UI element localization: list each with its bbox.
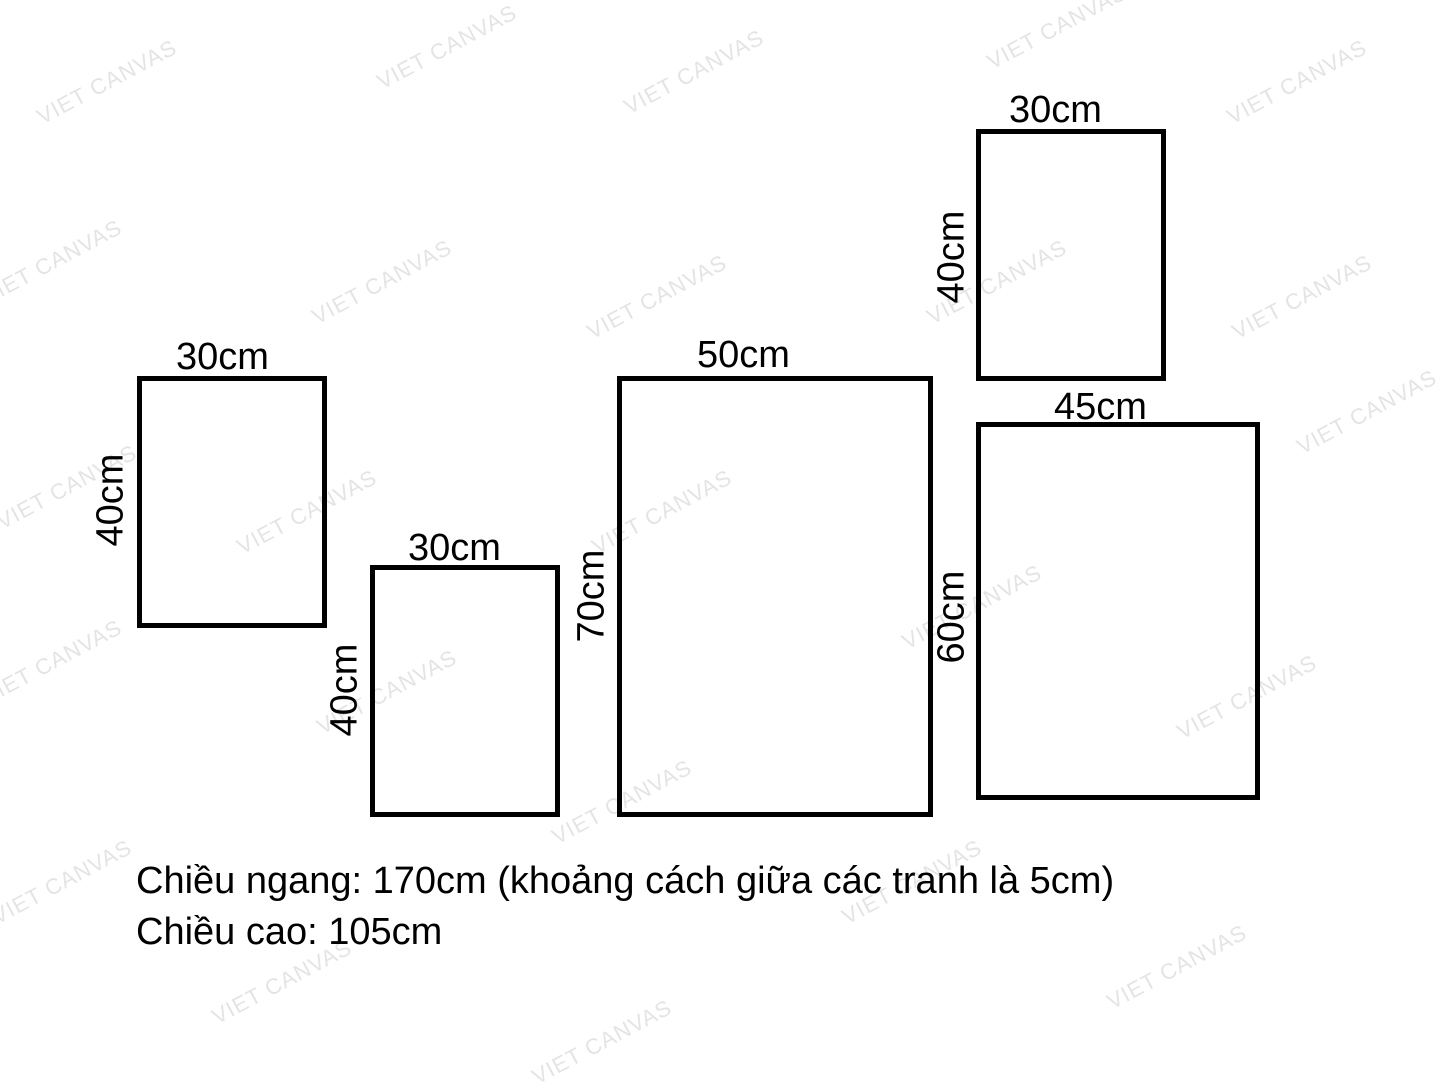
- frame-2-width-label: 30cm: [408, 527, 501, 569]
- frame-5-width-label: 45cm: [1054, 386, 1147, 428]
- total-height-caption: Chiều cao: 105cm: [136, 911, 443, 953]
- watermark-text: VIET CANVAS: [0, 614, 126, 710]
- watermark-text: VIET CANVAS: [307, 234, 456, 330]
- watermark-text: VIET CANVAS: [0, 834, 136, 930]
- watermark-text: VIET CANVAS: [0, 214, 126, 310]
- watermark-text: VIET CANVAS: [1227, 249, 1376, 345]
- watermark-text: VIET CANVAS: [582, 249, 731, 345]
- frame-3-height-label: 70cm: [570, 549, 613, 643]
- frame-1-height-label: 40cm: [89, 453, 132, 547]
- watermark-text: VIET CANVAS: [372, 0, 521, 95]
- watermark-text: VIET CANVAS: [982, 0, 1131, 75]
- canvas-frame-3: [617, 376, 933, 817]
- frame-5-height-label: 60cm: [930, 570, 973, 664]
- watermark-text: VIET CANVAS: [32, 34, 181, 130]
- canvas-frame-5: [976, 422, 1260, 800]
- frame-4-height-label: 40cm: [930, 210, 973, 304]
- frame-3-width-label: 50cm: [697, 334, 790, 376]
- canvas-frame-2: [370, 565, 560, 817]
- watermark-text: VIET CANVAS: [527, 994, 676, 1090]
- total-width-caption: Chiều ngang: 170cm (khoảng cách giữa các…: [136, 860, 1115, 902]
- watermark-text: VIET CANVAS: [619, 24, 768, 120]
- watermark-text: VIET CANVAS: [1102, 919, 1251, 1015]
- frame-1-width-label: 30cm: [176, 336, 269, 378]
- canvas-frame-4: [976, 129, 1166, 381]
- frame-2-height-label: 40cm: [323, 643, 366, 737]
- watermark-text: VIET CANVAS: [1292, 364, 1441, 460]
- canvas-frame-1: [137, 376, 327, 628]
- watermark-text: VIET CANVAS: [1222, 34, 1371, 130]
- frame-4-width-label: 30cm: [1009, 89, 1102, 131]
